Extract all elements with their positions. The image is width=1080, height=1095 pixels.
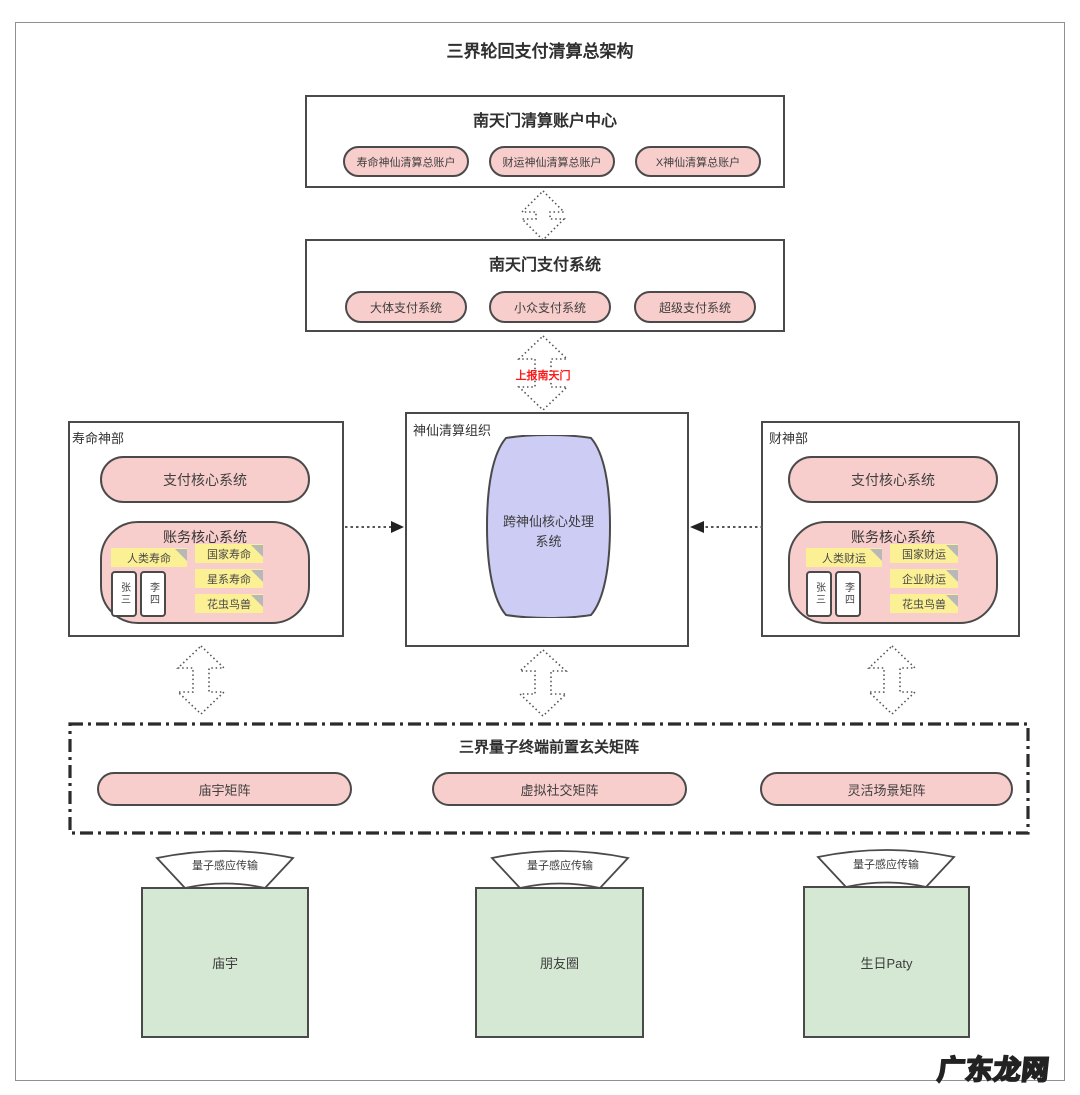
wealth-account-core-title: 账务核心系统 [851,529,935,545]
note-fold-icon [251,595,263,607]
life-note-creatures: 花虫鸟兽 [195,594,263,613]
note-text: 企业财运 [902,573,946,586]
wealth-card-zhangsan: 张三 [806,571,832,617]
note-fold-icon [175,549,187,561]
fan-shape [155,850,295,889]
note-fold-icon [946,595,958,607]
note-fold-icon [946,545,958,557]
clearing-org-title: 神仙清算组织 [413,423,492,438]
fan-shape [490,850,630,889]
note-text: 花虫鸟兽 [902,598,946,611]
wealth-card-lisi: 李四 [835,571,861,617]
bidirectional-arrow-org [517,648,569,718]
life-note-country: 国家寿命 [195,544,263,563]
note-text: 花虫鸟兽 [207,598,251,611]
life-card-zhangsan: 张三 [111,571,137,617]
life-note-galaxy: 星系寿命 [195,569,263,588]
terminal-birthday-box: 生日Paty [803,886,970,1038]
bidirectional-arrow-wealth [867,644,917,716]
terminal-moments-box: 朋友圈 [475,887,644,1038]
outer-frame [15,22,1065,1081]
fan-label: 量子感应传输 [192,860,258,872]
life-payment-core-pill: 支付核心系统 [100,456,310,503]
terminal-birthday-fan: 量子感应传输 [815,847,957,888]
bidirectional-arrow-life [176,644,226,716]
payment-pill-dati: 大体支付系统 [345,291,467,323]
note-fold-icon [870,549,882,561]
arrow-wealth-to-org [690,521,763,533]
bidirectional-arrow-top [520,189,566,242]
note-text: 国家财运 [902,548,946,561]
matrix-pill-social: 虚拟社交矩阵 [432,772,687,806]
matrix-title: 三界量子终端前置玄关矩阵 [458,739,639,756]
note-fold-icon [946,570,958,582]
account-center-title: 南天门清算账户中心 [472,113,617,130]
account-pill-life: 寿命神仙清算总账户 [343,146,469,177]
payment-pill-xiaozhong: 小众支付系统 [489,291,611,323]
life-account-core-title: 账务核心系统 [163,529,247,545]
payment-pill-chaoji: 超级支付系统 [634,291,756,323]
fan-shape [816,849,956,888]
note-fold-icon [251,570,263,582]
wealth-note-enterprise: 企业财运 [890,569,958,588]
wealth-note-country: 国家财运 [890,544,958,563]
terminal-moments-fan: 量子感应传输 [489,848,631,889]
watermark: 广东龙网 [935,1054,1052,1086]
wealth-dept-title: 财神部 [769,431,809,446]
account-pill-wealth: 财运神仙清算总账户 [489,146,615,177]
wealth-payment-core-pill: 支付核心系统 [788,456,998,503]
note-text: 星系寿命 [207,573,251,586]
arrow-life-to-org [345,521,404,533]
core-barrel-shape [486,435,611,618]
life-dept-title: 寿命神部 [72,431,125,446]
account-pill-x: X神仙清算总账户 [635,146,761,177]
life-card-lisi: 李四 [140,571,166,617]
note-text: 人类财运 [822,552,866,565]
note-text: 人类寿命 [127,552,171,565]
page-title: 三界轮回支付清算总架构 [446,42,634,61]
terminal-temple-fan: 量子感应传输 [154,848,296,889]
terminal-temple-box: 庙宇 [141,887,309,1038]
payment-system-title: 南天门支付系统 [488,257,601,274]
note-text: 国家寿命 [207,548,251,561]
core-barrel-label: 跨神仙核心处理系统 [502,514,594,550]
matrix-pill-temple: 庙宇矩阵 [97,772,352,806]
report-label: 上报南天门 [515,370,571,382]
matrix-box-border [68,722,1030,835]
wealth-note-human: 人类财运 [806,548,882,567]
fan-label: 量子感应传输 [853,859,919,871]
matrix-pill-scene: 灵活场景矩阵 [760,772,1013,806]
bidirectional-arrow-report [517,334,569,412]
fan-label: 量子感应传输 [527,860,593,872]
wealth-note-creatures: 花虫鸟兽 [890,594,958,613]
life-note-human: 人类寿命 [111,548,187,567]
note-fold-icon [251,545,263,557]
